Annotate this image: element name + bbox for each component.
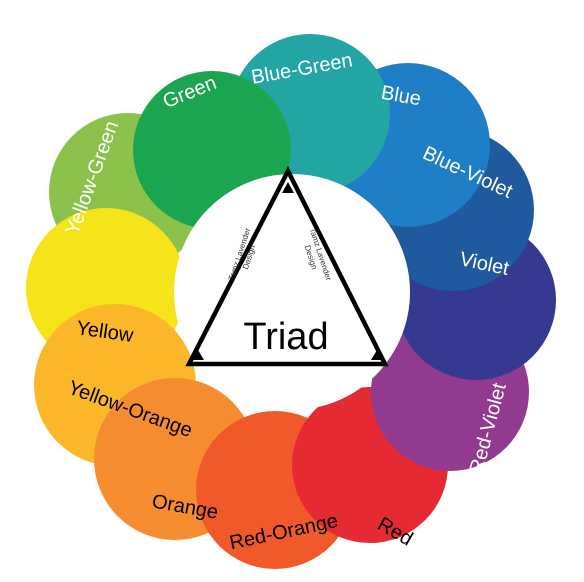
triad-triangle	[185, 166, 389, 367]
triangle-corner-right-marker	[371, 350, 383, 360]
triangle-corner-left-marker	[192, 350, 204, 360]
triangle-corner-top-marker	[282, 182, 294, 193]
diagram-title: Triad	[243, 316, 328, 358]
color-circles	[26, 34, 556, 569]
